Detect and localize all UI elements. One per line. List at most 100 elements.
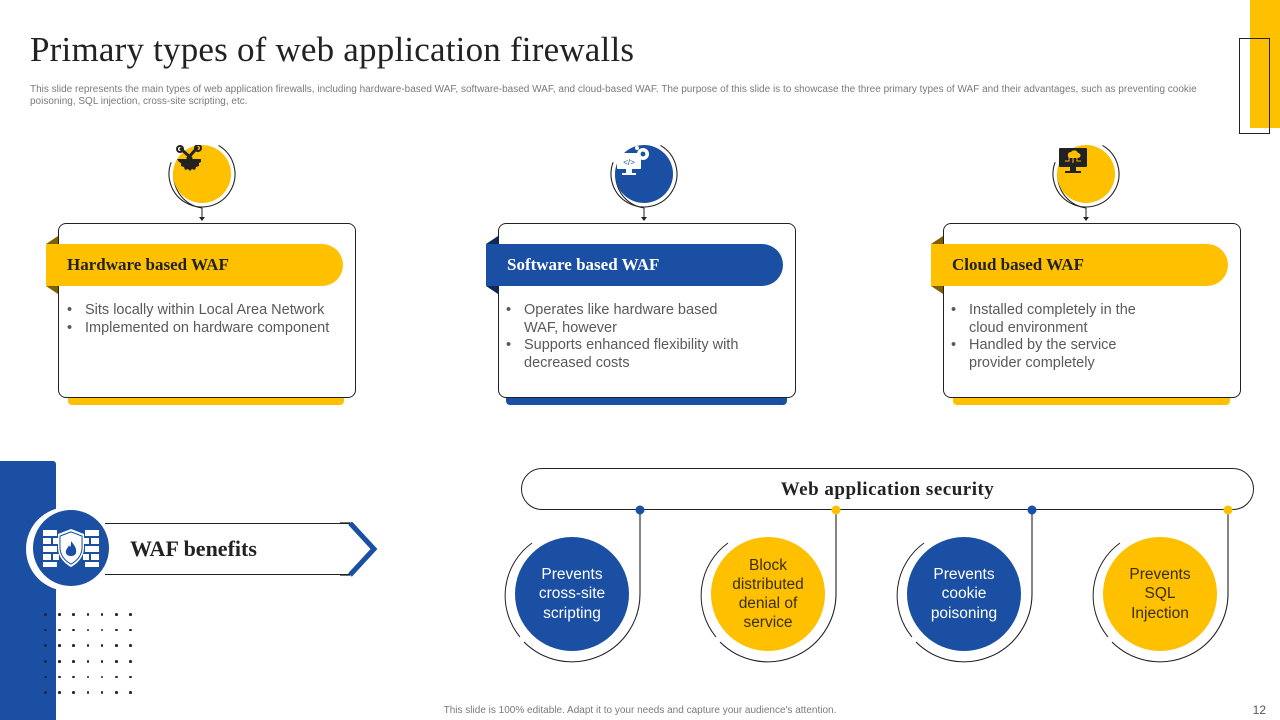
dot xyxy=(100,613,104,616)
dot xyxy=(114,691,118,695)
bullet-item: Implemented on hardware component xyxy=(65,320,350,338)
banner-fold xyxy=(46,236,58,244)
page-subtitle: This slide represents the main types of … xyxy=(30,84,1197,107)
dot xyxy=(58,613,61,616)
footer-note: This slide is 100% editable. Adapt it to… xyxy=(443,705,837,716)
connector-node xyxy=(635,505,645,515)
dot xyxy=(114,628,118,632)
card-software-title: Software based WAF xyxy=(486,244,783,286)
benefits-label-box xyxy=(105,523,351,575)
dot xyxy=(44,613,47,616)
connector-node xyxy=(831,505,841,515)
dot xyxy=(114,644,118,647)
cloud-monitor-icon xyxy=(1057,145,1115,203)
dot xyxy=(58,644,61,647)
connector-arc xyxy=(1111,593,1229,663)
connector-arc xyxy=(523,593,641,663)
benefit-circle: Prevents cookie poisoning xyxy=(907,537,1021,651)
dot xyxy=(100,628,104,632)
dot xyxy=(72,613,75,616)
dot xyxy=(58,660,61,663)
card-software-shadow xyxy=(506,397,787,405)
benefit-text: Prevents SQL Injection xyxy=(1129,566,1191,622)
dot xyxy=(129,644,132,647)
benefit-circle: Block distributed denial of service xyxy=(711,537,825,651)
benefit-circle: Prevents cross-site scripting xyxy=(515,537,629,651)
decorative-dot-grid xyxy=(44,613,143,707)
dot xyxy=(86,675,90,679)
left-accent-bar xyxy=(0,461,56,720)
software-icon-badge: </> xyxy=(607,141,681,231)
dot xyxy=(114,675,118,679)
gear-wrench-icon xyxy=(173,145,231,203)
card-hardware-title: Hardware based WAF xyxy=(46,244,343,286)
dot xyxy=(129,660,132,663)
dot xyxy=(44,675,47,679)
card-cloud-bullets: Installed completely in the cloud enviro… xyxy=(949,302,1159,372)
dot xyxy=(58,691,61,695)
dot xyxy=(114,660,118,663)
dot xyxy=(100,691,104,695)
code-monitor-gear-icon: </> xyxy=(615,145,673,203)
connector-arc xyxy=(1092,542,1121,638)
bullet-item: Installed completely in the cloud enviro… xyxy=(949,302,1159,337)
connector-arc xyxy=(915,593,1033,663)
security-pill xyxy=(521,468,1254,510)
dot xyxy=(100,644,104,647)
connector-node xyxy=(1223,505,1233,515)
bullet-item: Operates like hardware based WAF, howeve… xyxy=(504,302,754,337)
card-cloud-shadow xyxy=(953,397,1230,405)
benefit-circle: Prevents SQL Injection xyxy=(1103,537,1217,651)
bullet-item: Sits locally within Local Area Network xyxy=(65,302,350,320)
dot xyxy=(129,691,132,695)
cloud-icon-badge xyxy=(1049,141,1123,231)
dot xyxy=(129,675,132,679)
dot xyxy=(72,675,75,679)
dot xyxy=(44,628,47,632)
banner-fold xyxy=(931,236,943,244)
benefit-text: Block distributed denial of service xyxy=(732,556,804,632)
banner-fold xyxy=(486,236,498,244)
bullet-item: Supports enhanced flexibility with decre… xyxy=(504,337,754,372)
connector-arc xyxy=(719,593,837,663)
firewall-shield-icon xyxy=(33,510,109,586)
dot xyxy=(44,644,47,647)
benefit-text: Prevents cross-site scripting xyxy=(538,566,606,622)
dot xyxy=(58,675,61,679)
connector-arc xyxy=(896,542,925,638)
connector-arc xyxy=(504,542,533,638)
card-software-bullets: Operates like hardware based WAF, howeve… xyxy=(504,302,754,372)
dot xyxy=(44,660,47,663)
dot xyxy=(86,660,90,663)
corner-accent-outline xyxy=(1239,38,1270,134)
dot xyxy=(114,613,118,616)
dot xyxy=(86,691,90,695)
page-number: 12 xyxy=(1252,703,1266,717)
connector-node xyxy=(1027,505,1037,515)
benefits-heading: WAF benefits xyxy=(130,536,257,561)
dot xyxy=(129,628,132,632)
dot xyxy=(72,644,75,647)
dot xyxy=(72,691,75,695)
security-heading: Web application security xyxy=(780,479,995,500)
banner-fold xyxy=(46,286,58,294)
hardware-icon-badge xyxy=(165,141,239,231)
bullet-item: Handled by the service provider complete… xyxy=(949,337,1159,372)
dot xyxy=(86,628,90,632)
dot xyxy=(100,660,104,663)
banner-fold xyxy=(486,286,498,294)
card-cloud-title: Cloud based WAF xyxy=(931,244,1228,286)
svg-text:</>: </> xyxy=(623,158,635,167)
banner-fold xyxy=(931,286,943,294)
chevron-right-icon xyxy=(340,522,378,577)
corner-accent-bar xyxy=(1250,0,1280,128)
dot xyxy=(86,644,90,647)
connector-arc xyxy=(700,542,729,638)
benefit-text: Prevents cookie poisoning xyxy=(930,566,998,622)
page-title: Primary types of web application firewal… xyxy=(30,30,635,69)
card-hardware-bullets: Sits locally within Local Area Network I… xyxy=(65,302,350,337)
card-hardware-shadow xyxy=(68,397,344,405)
dot xyxy=(58,628,61,632)
dot xyxy=(100,675,104,679)
